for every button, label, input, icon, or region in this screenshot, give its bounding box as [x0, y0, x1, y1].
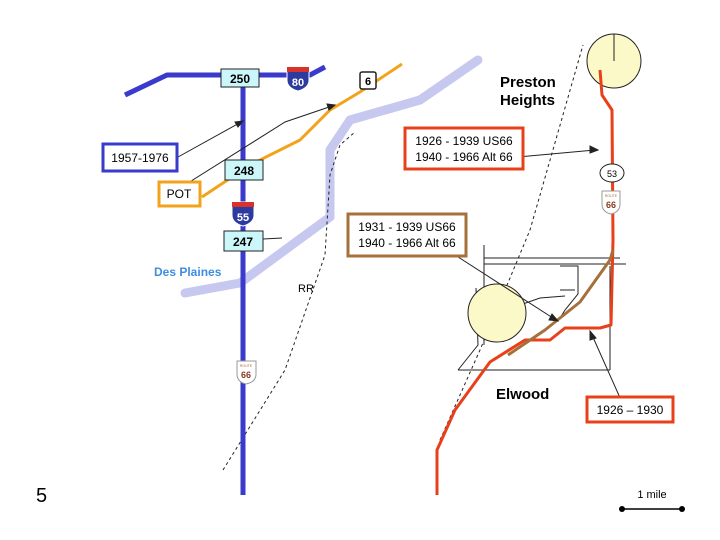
exit-247-label: 247 [233, 235, 253, 249]
route66-line [435, 69, 615, 495]
callout-us66-line1: 1926 - 1939 US66 [415, 134, 513, 148]
interstate-55-shield-icon: 55 [231, 201, 255, 227]
callout-pot-text: POT [167, 187, 192, 201]
alt66-route-line [507, 249, 615, 357]
callout-pot: POT [157, 180, 202, 208]
us6-shield-icon: 6 [359, 71, 377, 90]
des-plaines-label: Des Plaines [154, 265, 222, 279]
route66-shield-top-east: ROUTE [605, 194, 618, 198]
interstate-80-number: 80 [292, 77, 304, 89]
elwood-label: Elwood [496, 386, 549, 403]
exit-250-label: 250 [230, 72, 250, 86]
callout-alt66-line1: 1931 - 1939 US66 [358, 220, 456, 234]
preston-heights-label-1: Preston [500, 74, 556, 91]
exit-247-marker: 247 [223, 230, 264, 252]
scale-bar: 1 mile [619, 489, 685, 512]
callout-1926-1930: 1926 – 1930 [585, 395, 675, 424]
des-plaines-river [180, 55, 483, 298]
route66-shield-top-west: ROUTE [240, 364, 253, 368]
us6-number: 6 [365, 76, 371, 88]
interstate-80-shield-icon: 80 [286, 66, 310, 92]
interstate-55-number: 55 [237, 212, 249, 224]
elwood-circle [467, 283, 527, 343]
callout-1926-1930-text: 1926 – 1930 [597, 403, 664, 417]
callout-us66-years: 1926 - 1939 US66 1940 - 1966 Alt 66 [403, 126, 525, 171]
scale-bar-label: 1 mile [637, 489, 666, 501]
callout-alt66-line2: 1940 - 1966 Alt 66 [358, 236, 456, 250]
route66-shield-icon-west: ROUTE 66 [236, 360, 257, 385]
route66-number-west: 66 [241, 370, 251, 380]
exit-250-marker: 250 [220, 68, 260, 88]
railroad-line-west [222, 131, 356, 471]
route66-shield-icon-east: ROUTE 66 [601, 190, 621, 215]
preston-heights-label-2: Heights [500, 92, 555, 109]
callout-leaders [177, 103, 622, 401]
railroad-label: RR [298, 283, 314, 295]
callout-us66-line2: 1940 - 1966 Alt 66 [415, 150, 513, 164]
callout-1957-1976: 1957-1976 [101, 142, 179, 173]
il53-number: 53 [607, 169, 617, 179]
il53-shield-icon: 53 [599, 163, 625, 183]
exit-248-label: 248 [234, 164, 254, 178]
exit-248-marker: 248 [224, 159, 264, 181]
callout-1957-1976-text: 1957-1976 [111, 151, 169, 165]
callout-alt66-years: 1931 - 1939 US66 1940 - 1966 Alt 66 [346, 212, 468, 258]
route66-number-east: 66 [606, 200, 616, 210]
slide-number: 5 [36, 485, 47, 507]
